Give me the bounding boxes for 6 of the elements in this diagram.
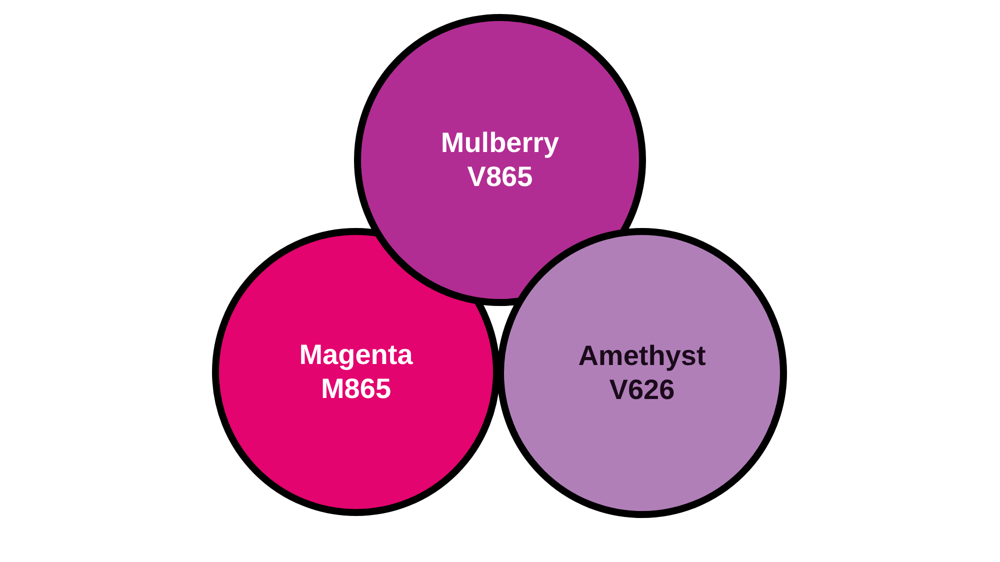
color-name: Mulberry (440, 126, 560, 160)
color-code: V626 (609, 373, 675, 407)
color-code: V865 (467, 160, 533, 194)
color-name: Amethyst (578, 339, 706, 373)
color-code: M865 (320, 372, 392, 406)
color-name: Magenta (299, 338, 413, 372)
